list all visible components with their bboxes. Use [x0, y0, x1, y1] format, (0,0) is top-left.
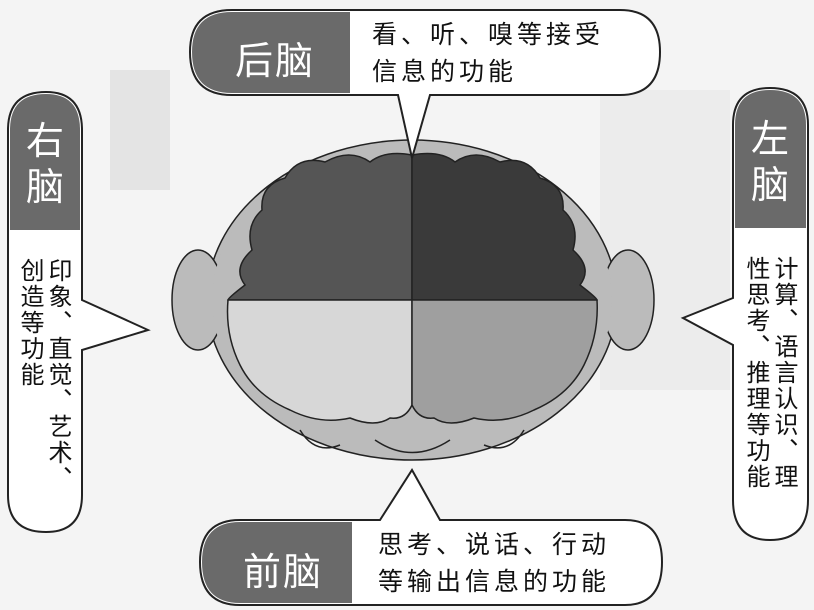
faded-background-image	[110, 70, 170, 190]
back-description-line-1: 看、听、嗅等接受	[372, 20, 605, 49]
front-description-line-1: 思考、说话、行动	[378, 530, 611, 559]
back-description-line-2: 信息的功能	[372, 57, 518, 86]
right-tag-shape	[10, 94, 80, 230]
front-brain-tag: 前脑	[243, 550, 324, 594]
right-brain-tag-char-1: 右	[25, 119, 64, 163]
upper-right-lobe-shape	[411, 152, 598, 301]
left-brain-tag-char-1: 左	[750, 117, 789, 161]
left-brain-tag: 左 脑	[745, 116, 795, 208]
stem-curve-center	[374, 439, 451, 454]
right-brain-tag-char-2: 脑	[25, 165, 64, 209]
right-brain-tag: 右 脑	[20, 118, 70, 210]
right-description-column-2: 创造等功能	[16, 258, 44, 388]
lower-left-lobe-shape	[226, 299, 413, 424]
left-description-column-1: 计算、语言认识、理	[770, 256, 798, 490]
front-brain-description: 思考、说话、行动 等输出信息的功能	[378, 526, 610, 600]
upper-left-lobe-shape	[227, 152, 413, 301]
right-brain-description: 印象、直觉、艺术、 创造等功能	[16, 258, 72, 492]
stem-curve-left	[299, 429, 341, 449]
front-tag-shape	[202, 522, 352, 603]
front-description-line-2: 等输出信息的功能	[378, 567, 611, 596]
back-tag-shape	[192, 12, 350, 93]
right-description-column-1: 印象、直觉、艺术、	[44, 258, 72, 492]
left-brain-description: 计算、语言认识、理 性思考、推理等功能	[742, 256, 798, 490]
left-description-column-2: 性思考、推理等功能	[742, 256, 770, 490]
stem-curve-right	[483, 429, 525, 449]
back-brain-description: 看、听、嗅等接受 信息的功能	[372, 16, 604, 90]
back-brain-tag: 后脑	[235, 39, 316, 83]
left-tag-shape	[735, 90, 806, 228]
lower-right-lobe-shape	[411, 299, 598, 424]
left-brain-tag-char-2: 脑	[750, 163, 789, 207]
